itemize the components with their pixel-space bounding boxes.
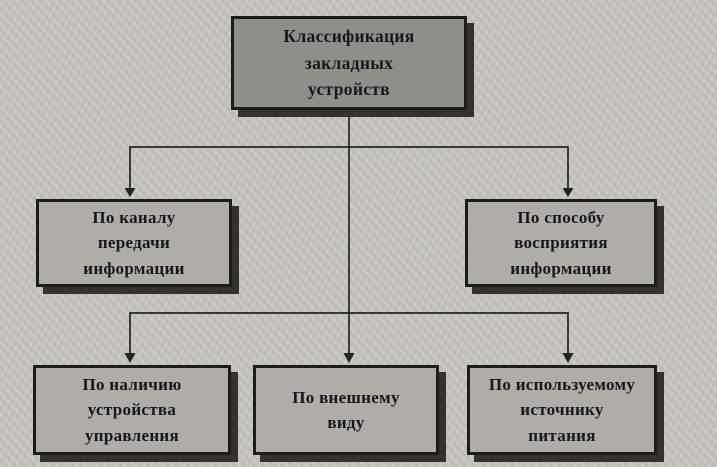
node-label: По внешнему виду <box>292 387 400 433</box>
node-by-control-device: По наличию устройства управления <box>33 365 231 455</box>
node-label: По используемому источнику питания <box>488 374 636 445</box>
arrowhead-level2-right <box>562 188 574 197</box>
arrowhead-center-bottom <box>343 353 355 363</box>
node-by-power-source: По используемому источнику питания <box>467 365 657 455</box>
node-by-perception-method: По способу восприятия информации <box>465 199 657 287</box>
node-label: По способу восприятия информации <box>510 207 612 278</box>
node-label: По наличию устройства управления <box>82 374 182 445</box>
connector-level3-rail <box>129 312 569 356</box>
arrowhead-level3-right <box>562 353 574 363</box>
arrowhead-level2-left <box>124 188 136 197</box>
node-by-appearance: По внешнему виду <box>253 365 439 455</box>
node-by-transmission-channel: По каналу передачи информации <box>36 199 232 287</box>
node-root-classification: Классификация закладных устройств <box>231 16 467 110</box>
connector-level2-rail <box>129 146 569 191</box>
node-label: Классификация закладных устройств <box>283 26 415 100</box>
node-label: По каналу передачи информации <box>83 207 185 278</box>
arrowhead-level3-left <box>124 353 136 363</box>
